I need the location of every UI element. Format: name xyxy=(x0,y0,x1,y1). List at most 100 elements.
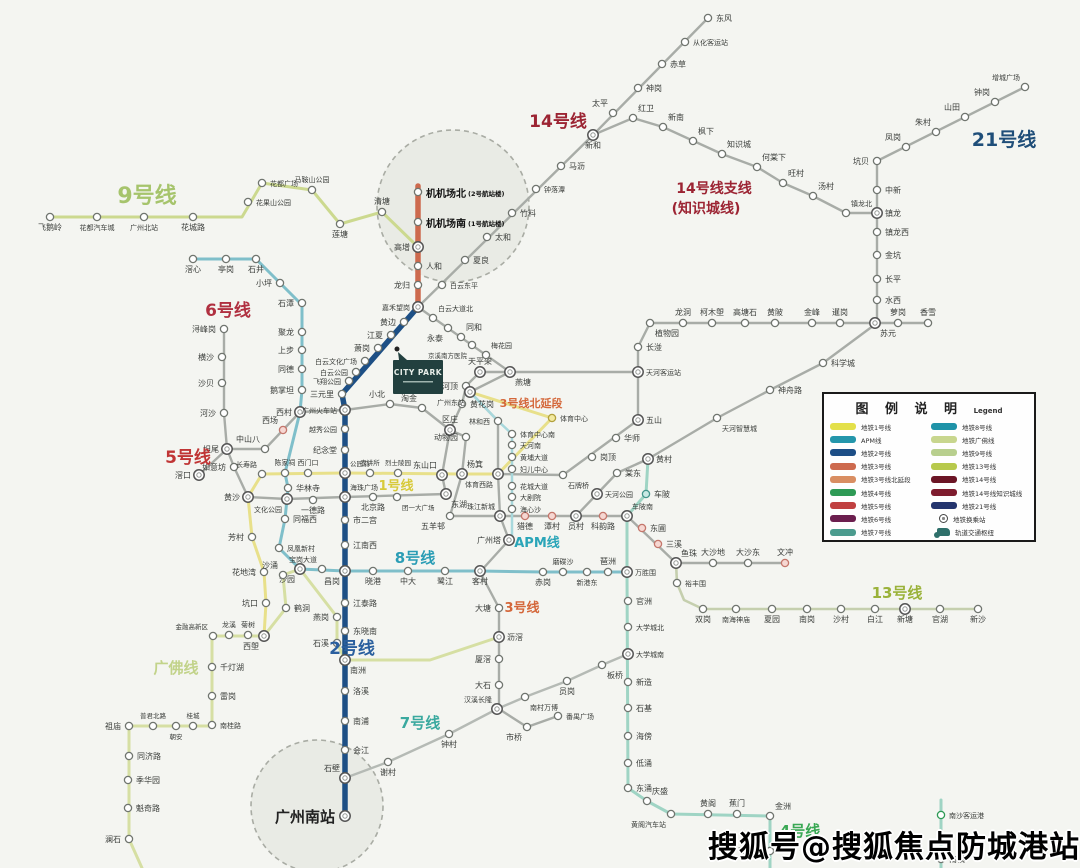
legend-swatch xyxy=(930,489,957,497)
station-inner-汉溪长隆 xyxy=(494,706,500,712)
station-inner-苏元 xyxy=(872,320,878,326)
station-label-沙贝: 沙贝 xyxy=(198,379,214,388)
station-label-夏良: 夏良 xyxy=(473,255,489,265)
station-label-南海神庙: 南海神庙 xyxy=(722,615,750,624)
station-沙村 xyxy=(836,604,846,614)
station-label-梅花园: 梅花园 xyxy=(491,341,512,350)
station-label-越秀公园: 越秀公园 xyxy=(309,425,337,434)
station-label-琶洲: 琶洲 xyxy=(600,557,616,566)
station-label-车陂南: 车陂南 xyxy=(632,502,653,511)
station-庆盛 xyxy=(642,796,652,806)
station-黄埔大道 xyxy=(507,452,517,462)
legend-item-right-2: 地铁9号线 xyxy=(930,446,1028,459)
station-label-广州北站: 广州北站 xyxy=(130,223,158,232)
station-厦滘 xyxy=(494,654,504,664)
map-label-6号线: 6号线 xyxy=(205,300,251,321)
station-label-澜石: 澜石 xyxy=(105,835,121,844)
station-label-沙涌: 沙涌 xyxy=(262,560,278,570)
station-inner-西村 xyxy=(297,409,303,415)
station-label-暹岗: 暹岗 xyxy=(832,307,848,317)
station-旺村 xyxy=(778,178,788,188)
station-label-太平: 太平 xyxy=(592,98,608,108)
station-label-太和: 太和 xyxy=(495,232,511,242)
station-label-会江: 会江 xyxy=(353,745,369,755)
station-如意坊 xyxy=(229,462,239,472)
station-label-莲塘: 莲塘 xyxy=(332,229,348,239)
station-label-石井: 石井 xyxy=(248,264,264,274)
station-香雪 xyxy=(923,318,933,328)
station-坑贝 xyxy=(872,156,882,166)
interchange-icon xyxy=(938,514,948,524)
station-label-谢村: 谢村 xyxy=(380,767,396,777)
station-label-何棠下: 何棠下 xyxy=(762,152,786,162)
station-label-沙园: 沙园 xyxy=(279,575,295,584)
station-label-石牌桥: 石牌桥 xyxy=(568,481,589,490)
station-石潭 xyxy=(297,298,307,308)
station-飞鹅岭 xyxy=(45,212,55,222)
station-label-双岗: 双岗 xyxy=(695,615,711,624)
legend-swatch xyxy=(930,436,957,444)
legend-swatch xyxy=(930,475,957,483)
station-三元里 xyxy=(337,389,347,399)
station-枫下 xyxy=(688,136,698,146)
station-label-南村万博: 南村万博 xyxy=(530,703,558,712)
legend-swatch xyxy=(930,502,957,510)
station-label-珠江新城: 珠江新城 xyxy=(467,502,495,511)
station-label-凤凰新村: 凤凰新村 xyxy=(287,544,315,553)
legend-swatch xyxy=(930,449,957,457)
station-inner-广州塔 xyxy=(506,537,512,543)
station-label-朝安: 朝安 xyxy=(170,732,184,741)
station-长湴 xyxy=(633,342,643,352)
station-label-南沙客运港: 南沙客运港 xyxy=(949,811,984,820)
station-inner-高增 xyxy=(415,244,421,250)
station-inner-海珠广场 xyxy=(342,494,348,500)
station-中新 xyxy=(872,185,882,195)
station-inner-五山 xyxy=(635,417,641,423)
station-棠东 xyxy=(612,468,622,478)
legend-item-left-8: 地铁7号线 xyxy=(830,526,927,539)
legend-item-left-1: APM线 xyxy=(830,433,927,446)
station-label-花都汽车城: 花都汽车城 xyxy=(80,223,115,232)
station-label-龙归: 龙归 xyxy=(394,280,410,290)
station-label-科学城: 科学城 xyxy=(831,358,855,368)
station-同福西 xyxy=(280,514,290,524)
map-label-(1号航站楼): (1号航站楼) xyxy=(468,219,504,228)
station-白云大道北 xyxy=(428,313,438,323)
station-双岗 xyxy=(698,604,708,614)
station-海心沙 xyxy=(507,504,517,514)
station-label-宝岗大道: 宝岗大道 xyxy=(289,555,317,564)
station-label-西场: 西场 xyxy=(262,416,278,425)
station-label-番禺广场: 番禺广场 xyxy=(566,712,594,721)
callout-pointer xyxy=(398,352,407,360)
station-label-知识城: 知识城 xyxy=(727,139,751,149)
station-label-天河智慧城: 天河智慧城 xyxy=(722,424,757,433)
station-江南西 xyxy=(340,540,350,550)
station-神岗 xyxy=(633,83,643,93)
station-label-沙村: 沙村 xyxy=(833,614,849,624)
station-label-新南: 新南 xyxy=(668,112,684,122)
station-凤凰新村 xyxy=(274,543,284,553)
station-label-香雪: 香雪 xyxy=(920,307,936,317)
station-inner-文化公园 xyxy=(284,496,290,502)
station-淘金 xyxy=(417,403,427,413)
station-大学城北 xyxy=(623,622,633,632)
legend-label: 地铁3号线 xyxy=(861,463,892,472)
station-inner-镇龙 xyxy=(874,210,880,216)
station-label-海傍: 海傍 xyxy=(636,731,652,741)
station-inner-区庄 xyxy=(447,427,453,433)
station-太平 xyxy=(608,108,618,118)
legend-item-right-7: 地铁换乘站 xyxy=(931,512,1028,525)
station-label-大学城北: 大学城北 xyxy=(636,623,664,632)
legend-swatch xyxy=(830,489,856,497)
station-同济路 xyxy=(124,751,134,761)
station-label-海珠广场: 海珠广场 xyxy=(350,483,378,492)
station-江夏 xyxy=(386,330,396,340)
legend-item-left-2: 地铁2号线 xyxy=(830,446,927,459)
station-inner-珠江新城 xyxy=(497,513,503,519)
station-label-员岗: 员岗 xyxy=(559,687,575,696)
legend-swatch xyxy=(830,528,856,536)
station-label-镇龙北: 镇龙北 xyxy=(851,199,872,208)
station-宝岗大道 xyxy=(317,564,327,574)
legend-item-left-4: 地铁3号线北延段 xyxy=(830,473,927,486)
